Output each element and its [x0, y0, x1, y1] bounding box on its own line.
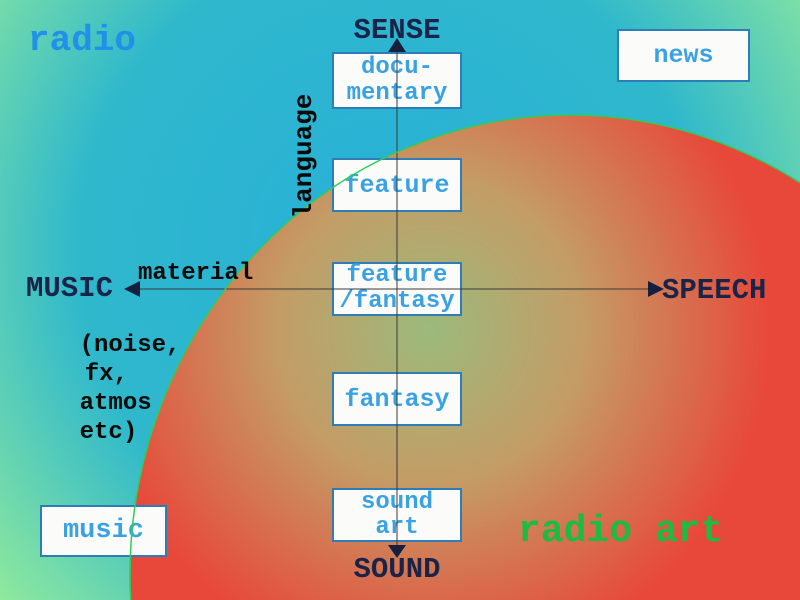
axis-box-label: art — [375, 514, 419, 541]
axis-label-sense: SENSE — [353, 14, 441, 47]
corner-label-radio: radio — [28, 20, 137, 61]
axis-label-sound: SOUND — [353, 553, 441, 586]
axis-box-fantasy[interactable]: fantasy — [332, 372, 462, 426]
axis-box-feature-fantasy[interactable]: feature /fantasy — [332, 262, 462, 316]
axis-box-label: fantasy — [344, 384, 450, 414]
music-note-line: atmos — [79, 390, 152, 417]
axis-box-label: docu- — [360, 53, 433, 81]
news-button[interactable]: news — [617, 29, 750, 82]
music-note-line: fx, — [84, 361, 128, 388]
axis-box-label: /fantasy — [339, 288, 455, 315]
axis-box-label: sound — [360, 489, 433, 516]
axis-annotation-language: language — [289, 93, 319, 219]
axis-annotation-material: material — [138, 260, 254, 287]
music-button[interactable]: music — [40, 505, 167, 557]
axis-box-documentary[interactable]: docu- mentary — [332, 52, 462, 109]
axis-box-feature[interactable]: feature — [332, 158, 462, 212]
axis-box-label: feature — [344, 170, 450, 200]
music-axis-note: (noise, fx, atmos etc) — [22, 302, 181, 476]
axis-label-speech: SPEECH — [662, 274, 767, 307]
music-note-line: (noise, — [79, 332, 181, 359]
music-button-label: music — [62, 516, 144, 546]
axis-box-sound-art[interactable]: sound art — [332, 488, 462, 542]
music-note-line: etc) — [79, 419, 138, 446]
axis-box-label: feature — [346, 262, 448, 289]
axis-label-music: MUSIC — [26, 272, 114, 305]
news-button-label: news — [653, 41, 714, 70]
axis-box-label: mentary — [346, 79, 448, 107]
corner-label-radio-art: radio art — [518, 510, 724, 553]
